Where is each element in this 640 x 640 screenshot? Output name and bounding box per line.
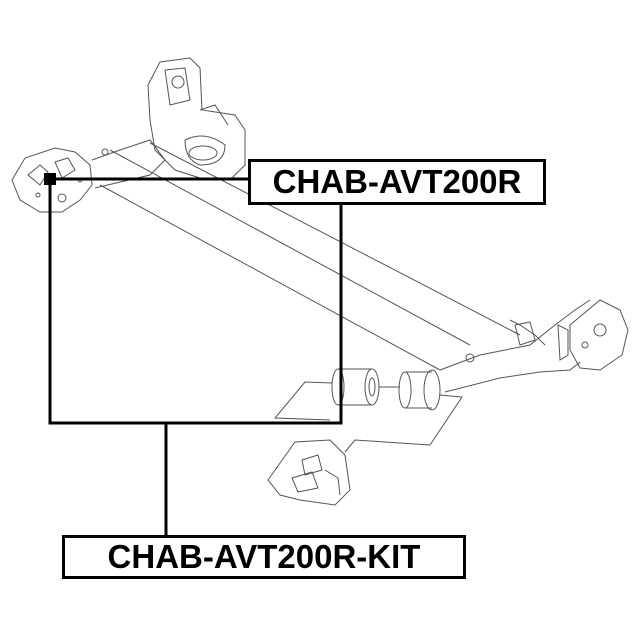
bushing-right xyxy=(398,369,441,411)
lower-bracket xyxy=(267,439,351,506)
left-upper-bracket xyxy=(147,57,246,181)
callout-lines xyxy=(48,177,343,536)
left-mount-plate xyxy=(11,147,93,213)
part-label-main: CHAB-AVT200R xyxy=(248,159,546,205)
callout-anchor-marker xyxy=(44,173,56,185)
torsion-beam-top-edge xyxy=(109,149,471,346)
callout-bracket-rect xyxy=(48,179,343,425)
bushing-left xyxy=(331,368,380,406)
torsion-beam-bottom-edge xyxy=(99,184,441,371)
part-label-kit: CHAB-AVT200R-KIT xyxy=(62,535,466,579)
axle-line-art xyxy=(11,57,629,506)
right-trailing-arm xyxy=(439,299,591,371)
right-mount-plate xyxy=(569,299,629,371)
